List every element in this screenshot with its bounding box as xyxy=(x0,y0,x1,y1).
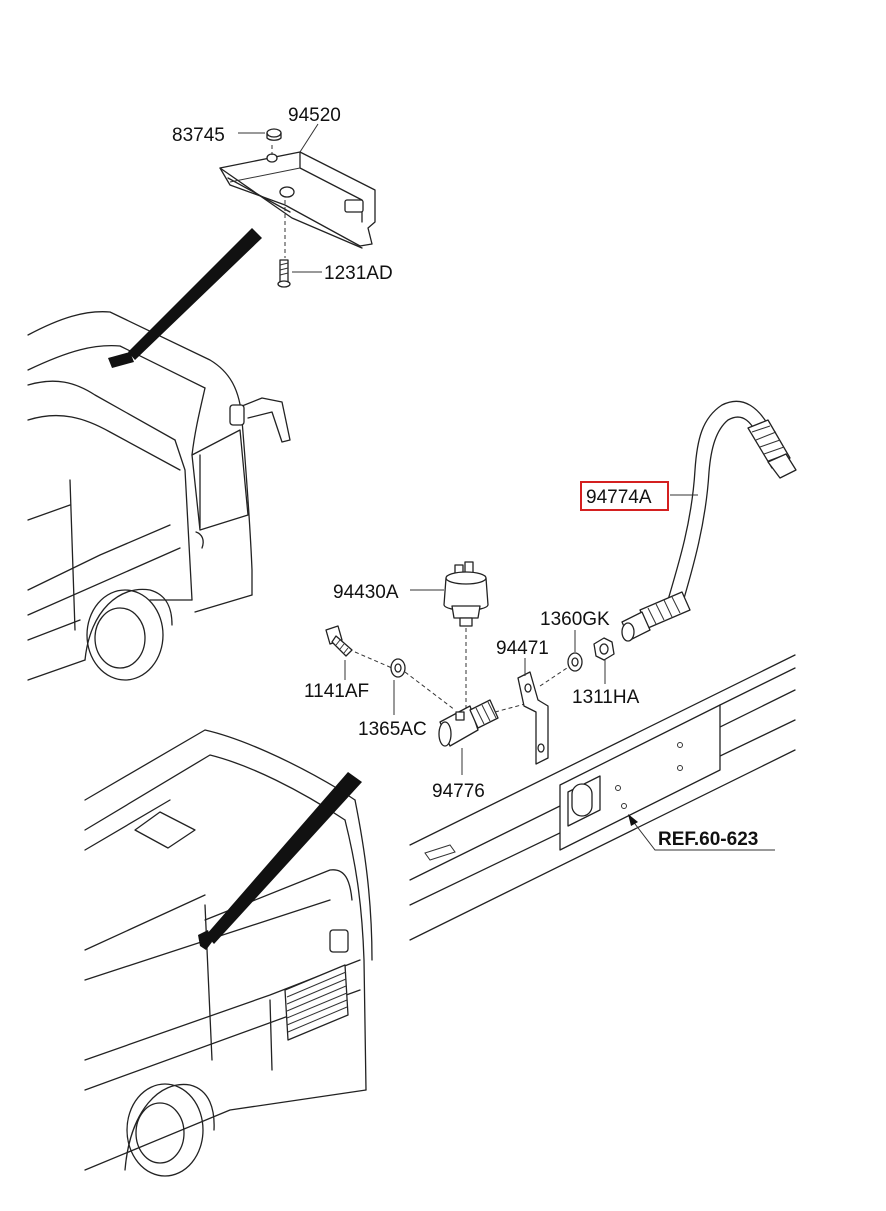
part-94774A-hose xyxy=(621,400,797,642)
frame-rail xyxy=(409,654,796,941)
van-top-illustration xyxy=(27,228,291,681)
label-94776: 94776 xyxy=(432,781,485,802)
label-1141AF: 1141AF xyxy=(304,681,369,702)
part-94776-adaptor xyxy=(438,699,541,775)
label-83745: 83745 xyxy=(172,125,225,146)
label-1231AD: 1231AD xyxy=(324,263,393,284)
ref-arrow xyxy=(628,814,775,851)
part-1231AD-icon xyxy=(277,259,322,288)
label-94774A[interactable]: 94774A xyxy=(586,487,652,508)
label-94430A: 94430A xyxy=(333,582,399,603)
van-bottom-illustration xyxy=(84,729,373,1177)
part-83745-icon xyxy=(238,128,282,141)
label-1360GK: 1360GK xyxy=(540,609,610,630)
label-1311HA: 1311HA xyxy=(572,687,640,708)
label-94471: 94471 xyxy=(496,638,549,659)
label-1365AC: 1365AC xyxy=(358,719,427,740)
part-94430A-sensor xyxy=(410,561,489,715)
part-94471-bracket xyxy=(517,658,571,765)
label-ref-60-623[interactable]: REF.60-623 xyxy=(658,829,758,850)
label-94520: 94520 xyxy=(288,105,341,126)
part-1141AF-bolt xyxy=(325,625,393,680)
part-1360GK-washer xyxy=(567,630,583,672)
highlight-box-94774A xyxy=(580,481,669,511)
part-1311HA-nut xyxy=(593,637,615,684)
part-1365AC-washer xyxy=(390,658,456,715)
stop-lamp-housing xyxy=(219,145,376,258)
